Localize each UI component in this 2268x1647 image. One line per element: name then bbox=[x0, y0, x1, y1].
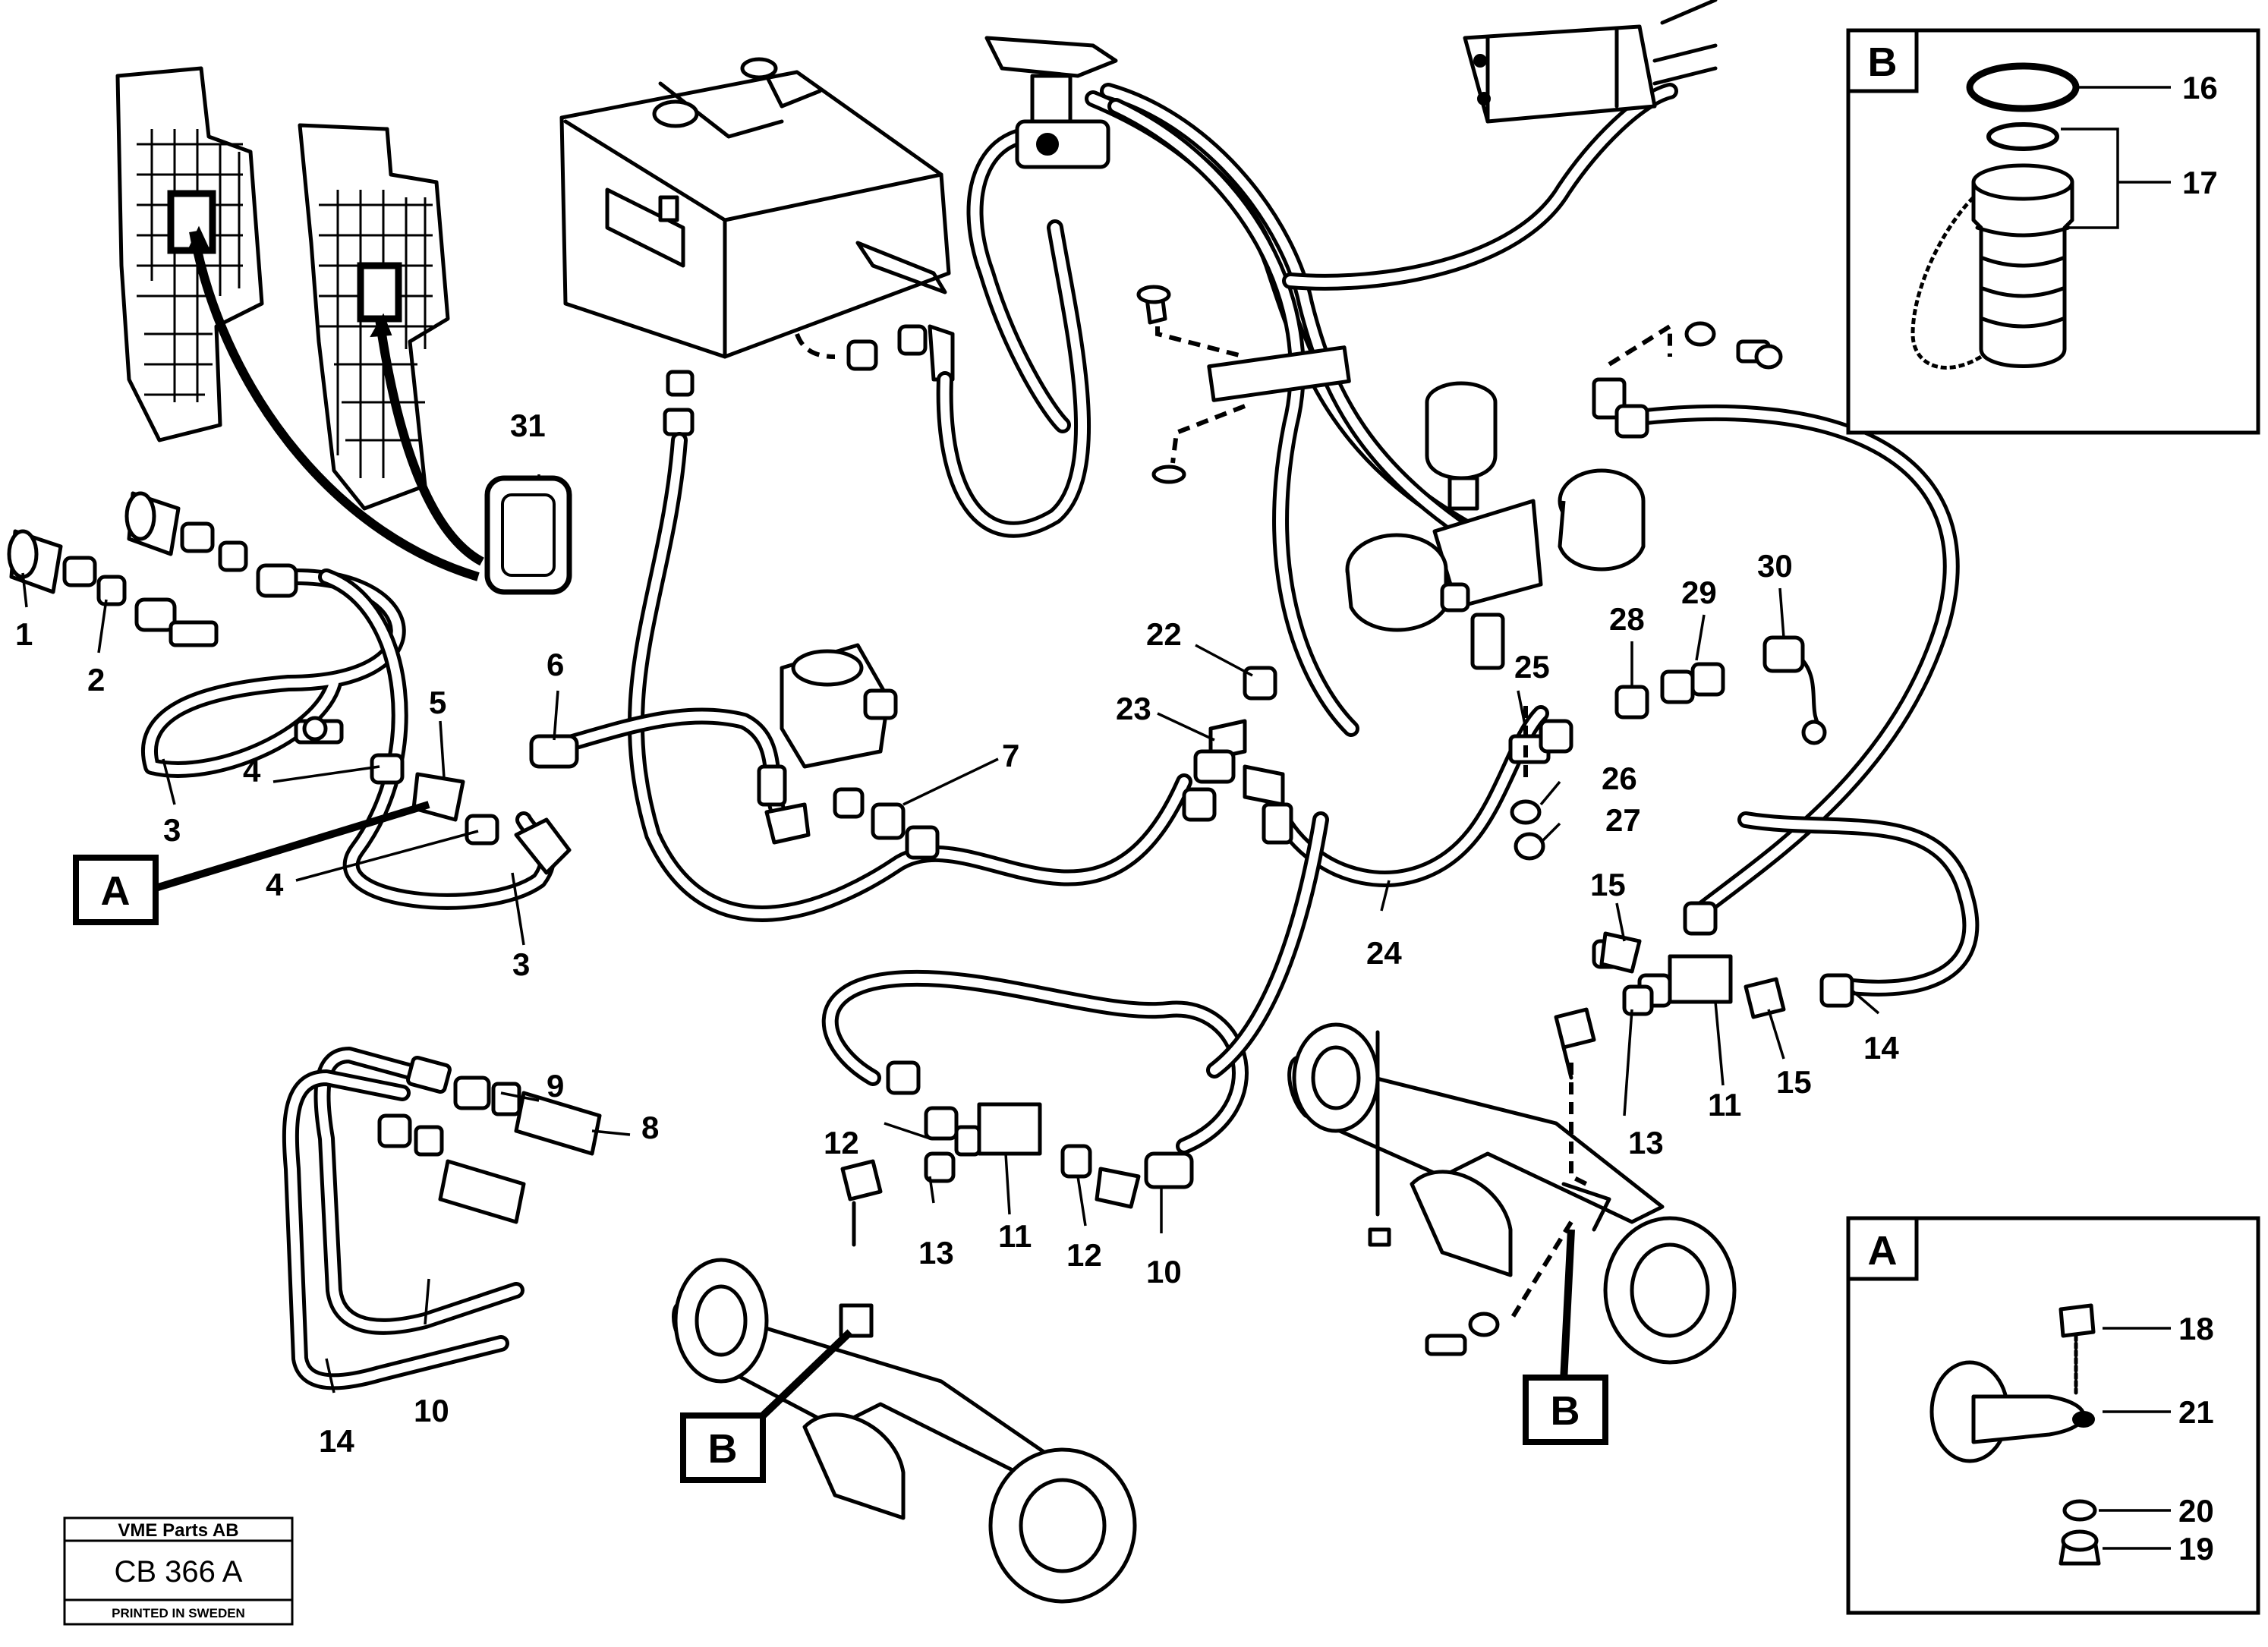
callout-4-upper: 4 bbox=[243, 753, 261, 789]
callout-1: 1 bbox=[15, 616, 33, 652]
detail-ref-b-left: B bbox=[680, 1412, 766, 1483]
inset-b: B bbox=[1846, 28, 2260, 435]
callout-15-upper: 15 bbox=[1590, 867, 1626, 902]
callout-20: 20 bbox=[2178, 1493, 2214, 1529]
callout-15-lower: 15 bbox=[1776, 1064, 1812, 1100]
callout-24: 24 bbox=[1366, 935, 1402, 971]
callout-19: 19 bbox=[2178, 1531, 2214, 1567]
callout-11-center: 11 bbox=[998, 1218, 1032, 1254]
callout-16: 16 bbox=[2182, 70, 2218, 105]
callout-4-lower: 4 bbox=[266, 867, 284, 902]
front-axle-tee bbox=[840, 1060, 1194, 1247]
callout-22: 22 bbox=[1146, 616, 1182, 652]
callout-31: 31 bbox=[510, 408, 546, 443]
svg-text:B: B bbox=[1551, 1388, 1580, 1434]
bracket-top-right bbox=[1592, 321, 1783, 439]
valve-7 bbox=[757, 643, 940, 860]
callout-10-lower-left: 10 bbox=[414, 1393, 449, 1428]
callout-21: 21 bbox=[2178, 1394, 2214, 1430]
svg-text:A: A bbox=[101, 868, 131, 914]
svg-text:B: B bbox=[708, 1426, 738, 1472]
callout-5: 5 bbox=[429, 685, 446, 720]
stamp-printed: PRINTED IN SWEDEN bbox=[112, 1606, 245, 1620]
parts-stamp: VME Parts AB CB 366 A PRINTED IN SWEDEN bbox=[63, 1516, 294, 1626]
junction-box bbox=[1463, 0, 1718, 124]
callout-14-lower-left: 14 bbox=[319, 1423, 354, 1459]
callout-17: 17 bbox=[2182, 165, 2218, 200]
callout-2: 2 bbox=[87, 662, 105, 698]
gasket-31 bbox=[484, 475, 572, 595]
fittings-center-right bbox=[1182, 635, 1827, 861]
detail-ref-a: A bbox=[73, 855, 159, 925]
front-axle bbox=[672, 1258, 1137, 1604]
cab-panel-right bbox=[298, 123, 450, 511]
callout-3-right: 3 bbox=[512, 946, 530, 982]
hose-group-lower-left bbox=[282, 1047, 602, 1390]
callout-26: 26 bbox=[1602, 761, 1637, 796]
callout-13-center: 13 bbox=[918, 1235, 954, 1271]
accumulator-block bbox=[1345, 381, 1646, 670]
callout-11-right: 11 bbox=[1708, 1087, 1741, 1123]
callout-6: 6 bbox=[547, 647, 564, 682]
cab-panel-left bbox=[115, 66, 264, 442]
inset-a: A bbox=[1846, 1216, 2260, 1615]
callout-13-right: 13 bbox=[1628, 1125, 1664, 1160]
control-handle bbox=[984, 36, 1118, 169]
tank-fittings bbox=[663, 324, 955, 436]
callout-3-left: 3 bbox=[163, 812, 181, 848]
callout-10-center: 10 bbox=[1146, 1254, 1182, 1290]
rear-axle-tee bbox=[1368, 901, 1854, 1356]
callout-12-upper: 12 bbox=[824, 1125, 859, 1160]
leader-lines bbox=[21, 474, 1880, 1393]
callout-18: 18 bbox=[2178, 1311, 2214, 1346]
callout-29: 29 bbox=[1681, 575, 1717, 610]
svg-text:A: A bbox=[1868, 1228, 1898, 1274]
stamp-company: VME Parts AB bbox=[118, 1520, 238, 1541]
hydraulic-tank bbox=[559, 57, 951, 359]
callout-23: 23 bbox=[1116, 691, 1151, 726]
callout-27: 27 bbox=[1605, 802, 1641, 838]
callout-8: 8 bbox=[641, 1110, 659, 1145]
hose-clamp bbox=[1136, 285, 1351, 484]
callout-14-right: 14 bbox=[1863, 1030, 1899, 1066]
callout-labels: 1 2 3 3 4 4 5 6 7 8 9 10 10 11 11 12 12 … bbox=[15, 70, 2218, 1567]
detail-ref-b-right: B bbox=[1523, 1375, 1608, 1445]
hose-network bbox=[141, 83, 1980, 1154]
stamp-code: CB 366 A bbox=[114, 1555, 242, 1589]
callout-25: 25 bbox=[1514, 649, 1550, 685]
callout-9: 9 bbox=[547, 1068, 564, 1104]
rear-axle bbox=[1287, 1022, 1737, 1365]
callout-12-lower: 12 bbox=[1066, 1237, 1102, 1273]
quick-couplings-left bbox=[7, 491, 344, 745]
callout-30: 30 bbox=[1757, 548, 1793, 584]
callout-7: 7 bbox=[1002, 738, 1019, 773]
clamp-assembly-icon bbox=[1929, 1303, 2101, 1566]
svg-text:B: B bbox=[1868, 39, 1898, 85]
callout-28: 28 bbox=[1609, 601, 1645, 637]
